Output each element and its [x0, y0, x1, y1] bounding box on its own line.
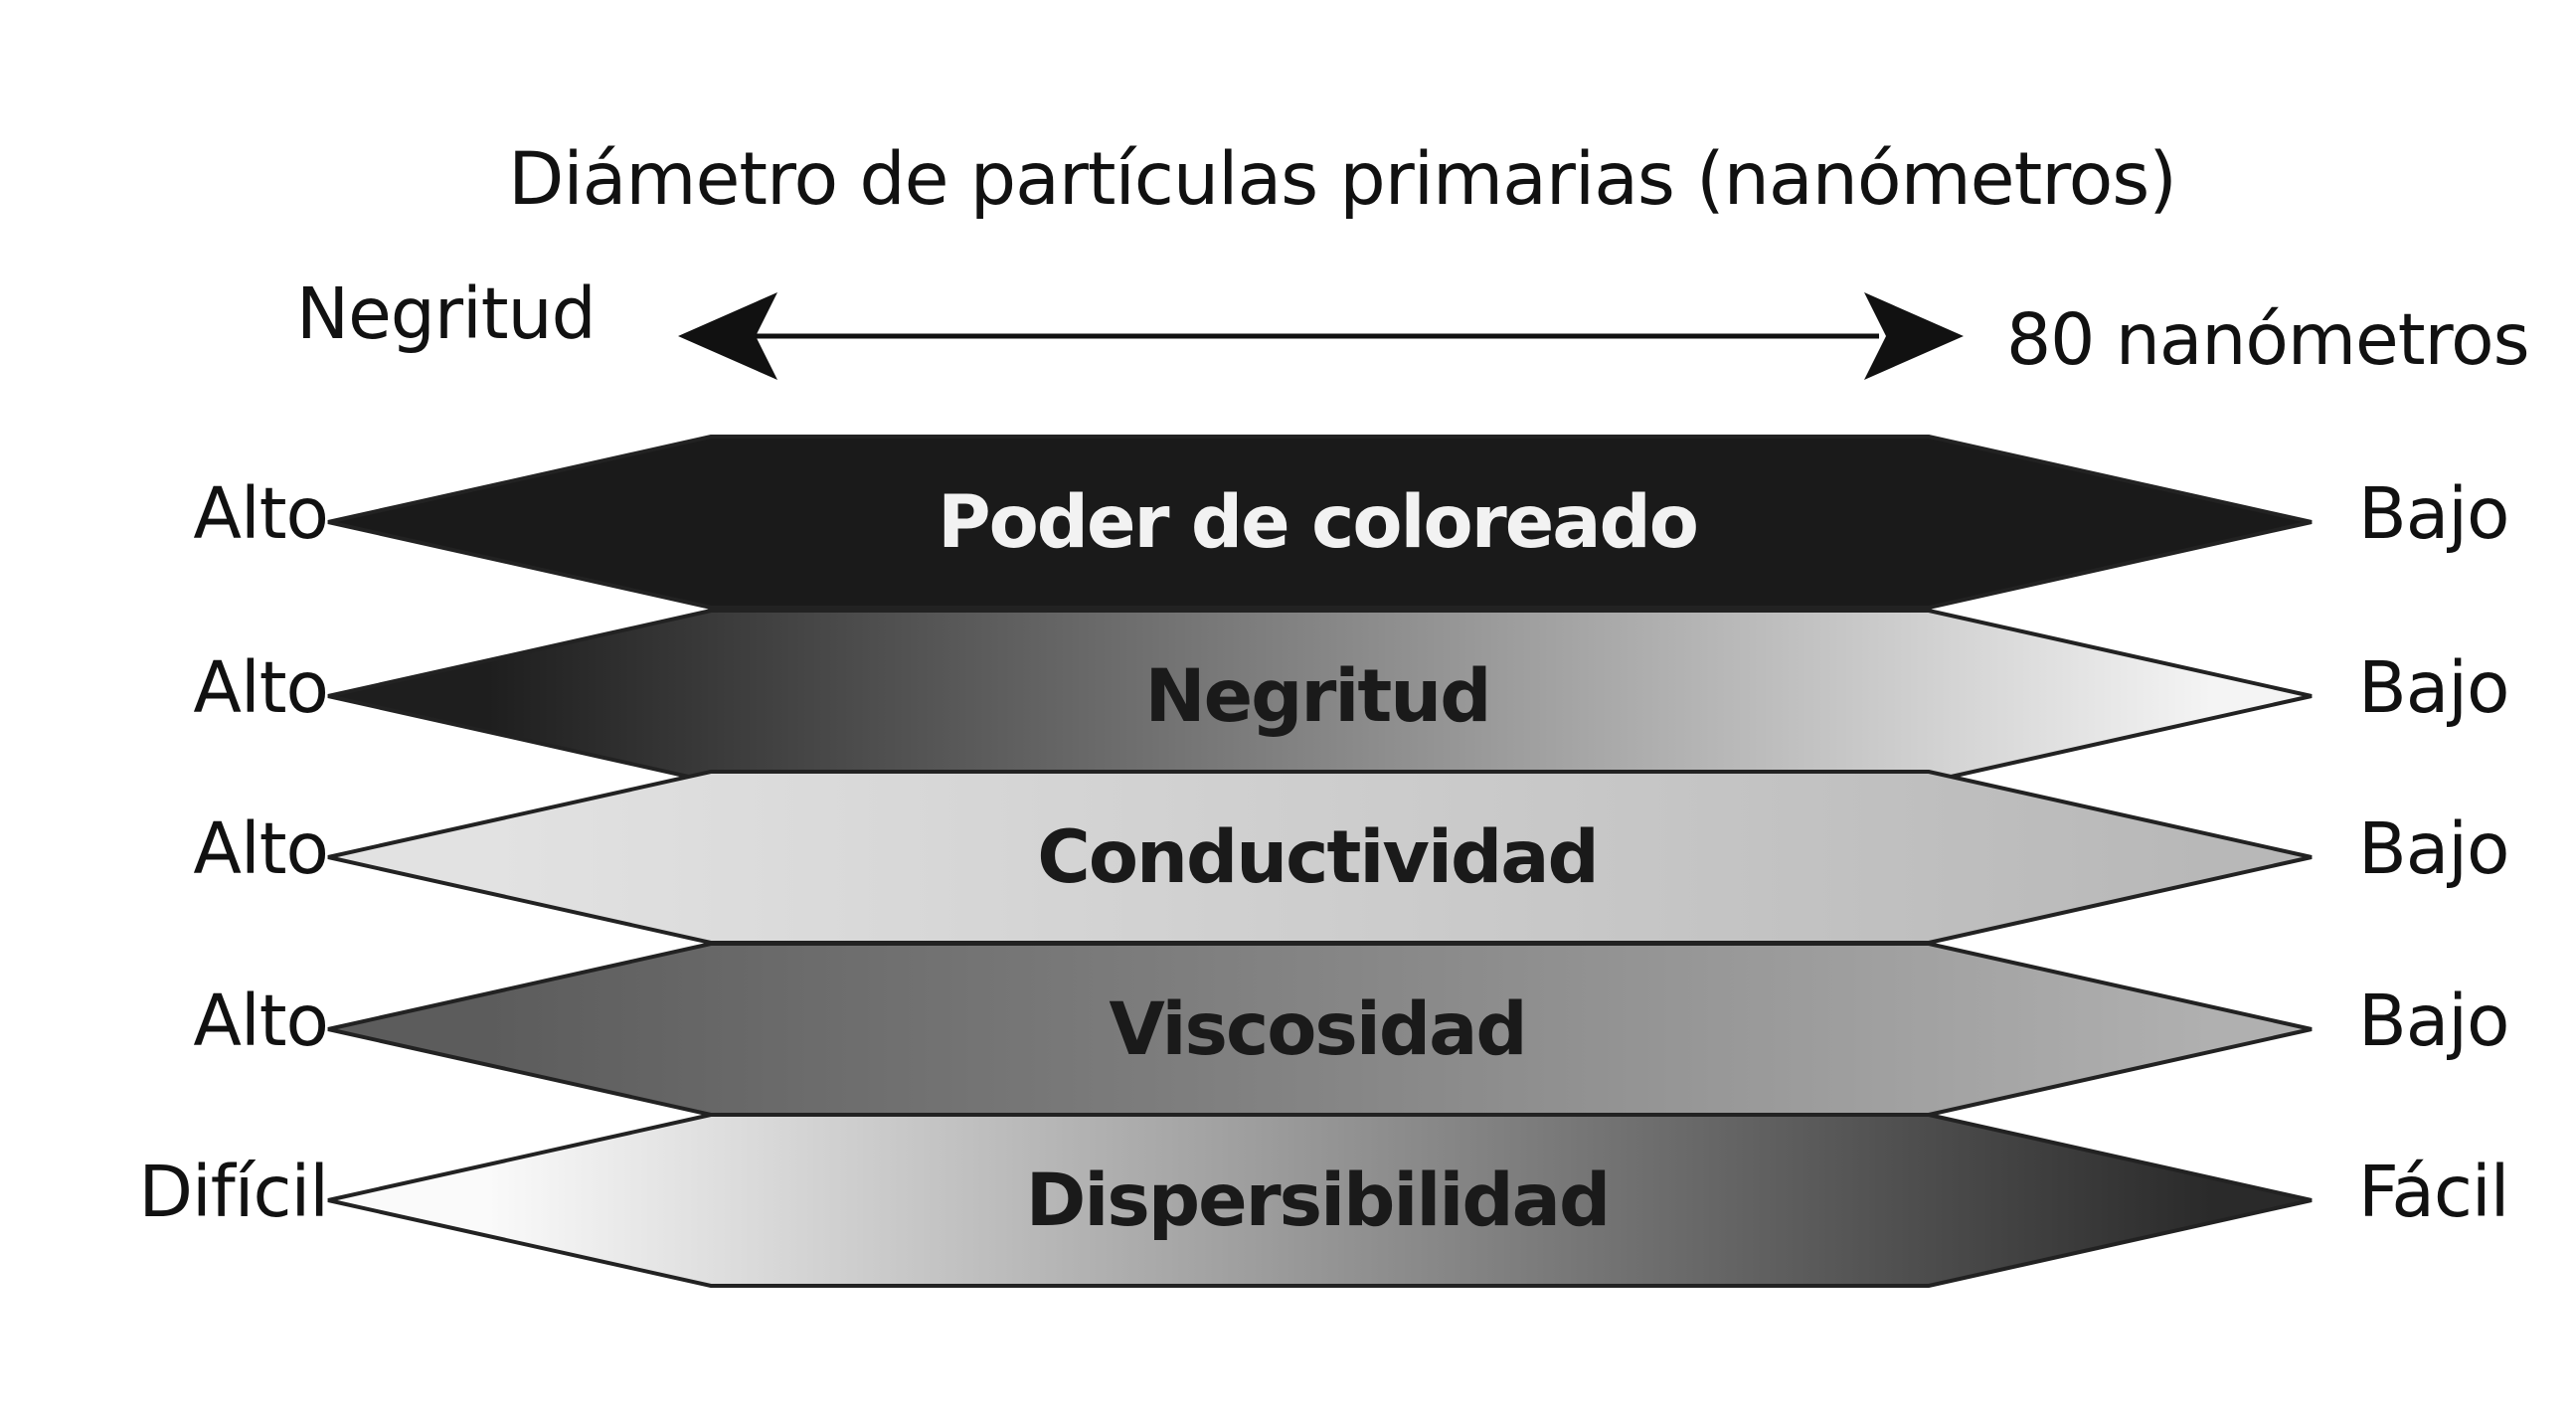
band-left-value: Alto	[193, 472, 329, 555]
band-label: Negritud	[1144, 654, 1489, 739]
band-shape	[327, 1113, 2313, 1288]
band-right-value: Fácil	[2358, 1151, 2509, 1233]
band-right-value: Bajo	[2358, 646, 2509, 729]
band-right-value: Bajo	[2358, 472, 2509, 555]
band-label: Poder de coloreado	[938, 480, 1697, 565]
band-left-value: Alto	[193, 646, 329, 729]
diagram-title: Diámetro de partículas primarias (nanóme…	[508, 137, 2177, 222]
axis-right-label: 80 nanómetros	[2006, 298, 2530, 381]
axis-left-label: Negritud	[296, 272, 597, 355]
band-label: Dispersibilidad	[1026, 1159, 1609, 1243]
bands-layer: Poder de coloreadoNegritudConductividadV…	[327, 435, 2313, 1288]
band-left-value: Difícil	[138, 1151, 329, 1233]
band-shape	[327, 435, 2313, 610]
band-left-value: Alto	[193, 807, 329, 890]
band-label: Conductividad	[1037, 815, 1598, 900]
band-label: Viscosidad	[1109, 987, 1525, 1072]
band-right-value: Bajo	[2358, 980, 2509, 1062]
double-arrow-icon	[678, 292, 1964, 380]
band-left-value: Alto	[193, 980, 329, 1062]
band-right-value: Bajo	[2358, 807, 2509, 890]
